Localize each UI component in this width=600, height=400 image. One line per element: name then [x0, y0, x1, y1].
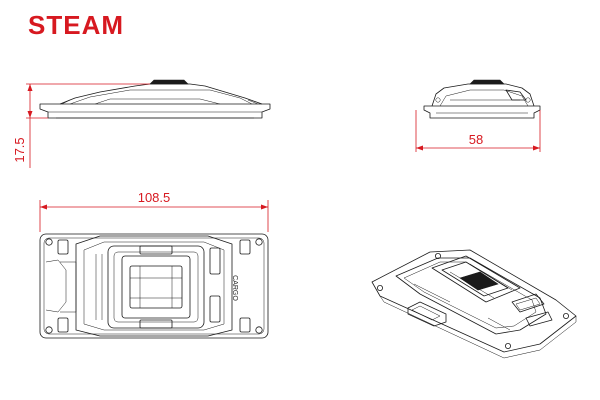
top-view-length-dimension: 108.5 [138, 190, 171, 205]
top-view: 108.5 [39, 190, 269, 339]
front-view: 17.5 [12, 79, 271, 168]
side-view: 58 [415, 79, 541, 152]
front-view-height-dimension: 17.5 [12, 137, 27, 162]
top-view-engraved-label: CARGO [231, 275, 238, 301]
brand-logo-text: STEAM [28, 10, 124, 40]
side-view-width-dimension: 58 [469, 132, 483, 147]
isometric-view [371, 249, 577, 359]
brand-logo: STEAM [28, 10, 124, 40]
